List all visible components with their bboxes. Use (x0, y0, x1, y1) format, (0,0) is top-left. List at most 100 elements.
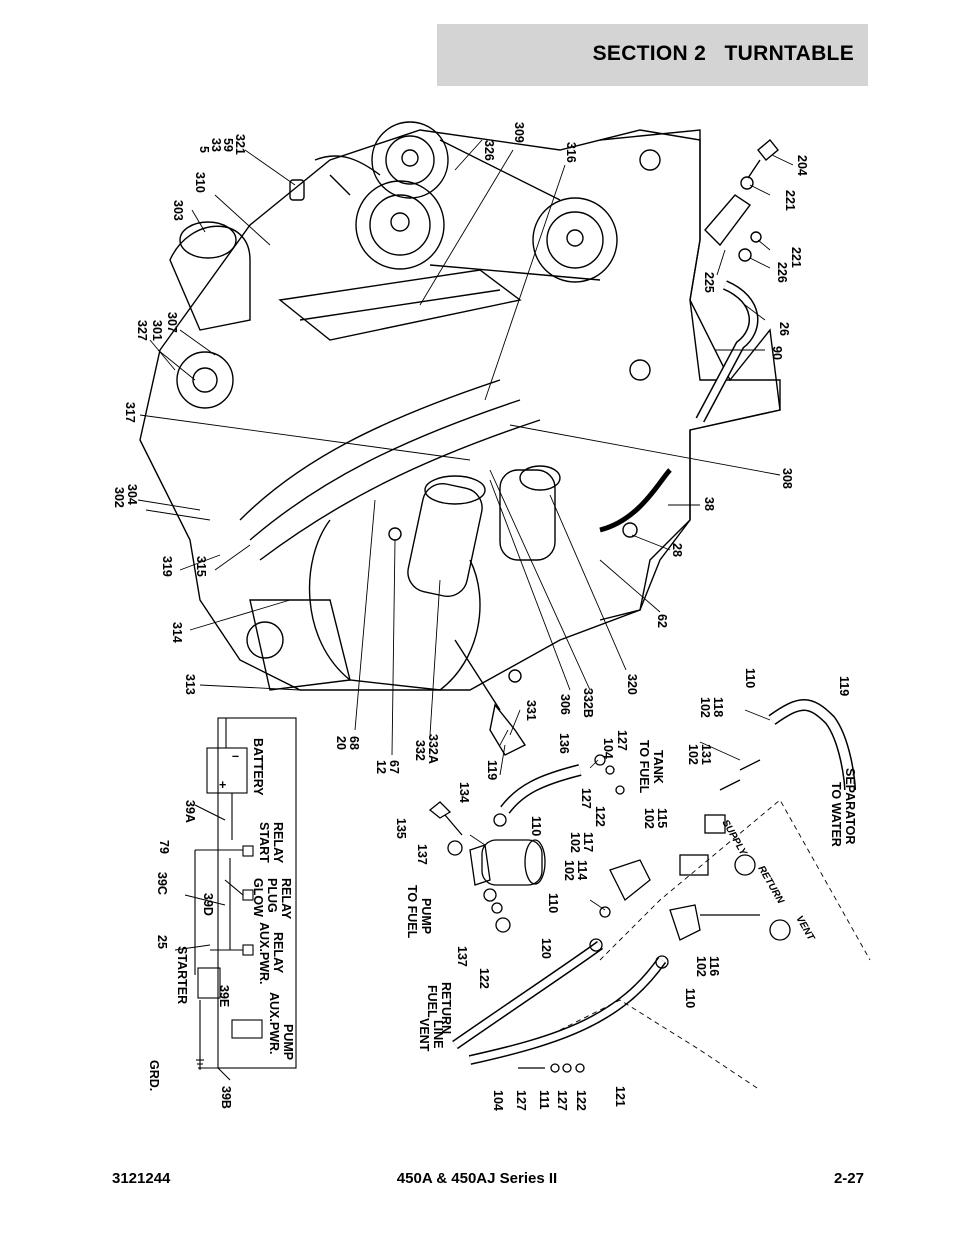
callout-39C: 39C (155, 872, 169, 895)
callout-131: 131 (699, 744, 713, 765)
callout-127d: 127 (555, 1090, 569, 1111)
callout-117: 117 (581, 832, 595, 852)
callout-5: 5 (197, 146, 211, 153)
callout-122a: 122 (593, 806, 607, 827)
callout-307: 307 (165, 312, 179, 333)
callout-315: 315 (194, 556, 208, 577)
callout-317: 317 (123, 402, 137, 423)
callout-304: 304 (125, 484, 139, 505)
callout-111: 111 (537, 1090, 551, 1110)
callout-308: 308 (780, 468, 794, 489)
callout-39A: 39A (183, 800, 197, 823)
callout-301: 301 (150, 320, 164, 341)
callout-59: 59 (221, 138, 235, 152)
label-supply: SUPPLY (719, 818, 749, 859)
footer-model: 450A & 450AJ Series II (396, 1170, 558, 1187)
callout-39B: 39B (219, 1086, 233, 1109)
callout-102a: 102 (698, 697, 712, 718)
callout-136: 136 (557, 733, 571, 754)
callout-320: 320 (625, 674, 639, 695)
fuel-fittings (428, 699, 871, 1091)
label-vent-line-1: VENT (417, 1018, 431, 1052)
footer-doc-number: 3121244 (112, 1170, 171, 1187)
label-glow-3: RELAY (279, 878, 293, 920)
callout-116: 116 (707, 956, 721, 976)
callout-39D: 39D (201, 893, 215, 916)
callout-28: 28 (670, 543, 684, 557)
callout-102f: 102 (694, 956, 708, 977)
callout-226: 226 (775, 262, 789, 283)
callout-225: 225 (702, 272, 716, 293)
callout-326: 326 (482, 140, 496, 161)
label-fuel-return-1: FUEL (425, 985, 439, 1018)
label-grd: GRD. (147, 1060, 161, 1091)
label-start-relay-2: RELAY (271, 822, 285, 864)
callout-313: 313 (183, 674, 197, 695)
callout-90: 90 (770, 346, 784, 360)
callout-119b: 119 (837, 676, 851, 696)
callout-316: 316 (564, 142, 578, 163)
callout-110d: 110 (683, 988, 697, 1008)
callout-118: 118 (711, 697, 725, 717)
label-glow-2: PLUG (265, 878, 279, 913)
label-to-fuel-tank-2: TANK (651, 750, 665, 784)
callout-309: 309 (512, 122, 526, 143)
leader-lines (137, 139, 794, 776)
callout-127c: 127 (514, 1090, 528, 1111)
label-start-relay-1: START (257, 822, 271, 863)
callout-110c: 110 (546, 893, 560, 913)
label-to-fuel-pump-2: PUMP (419, 898, 433, 934)
callout-102d: 102 (642, 808, 656, 829)
callout-127a: 127 (615, 730, 629, 751)
callout-79: 79 (157, 840, 171, 854)
callout-302: 302 (112, 487, 126, 508)
callout-327: 327 (135, 320, 149, 341)
label-vent-line-2: LINE (431, 1020, 445, 1048)
callout-26: 26 (777, 322, 791, 336)
label-aux-pump-2: PUMP (281, 1024, 295, 1060)
callout-332B: 332B (581, 688, 595, 718)
label-to-water-separator-2: SEPARATOR (843, 768, 857, 844)
section-header: SECTION 2 TURNTABLE (437, 24, 868, 86)
callout-102b: 102 (686, 744, 700, 765)
callout-122b: 122 (477, 968, 491, 989)
callout-321: 321 (233, 134, 247, 155)
callout-127b: 127 (579, 788, 593, 809)
callout-319: 319 (160, 556, 174, 577)
callout-135: 135 (394, 818, 408, 839)
callout-332A: 332A (426, 734, 440, 764)
callout-314: 314 (170, 622, 184, 643)
callout-137b: 137 (455, 946, 469, 967)
callout-110a: 110 (743, 668, 757, 688)
label-battery: BATTERY (251, 738, 265, 796)
section-title: SECTION 2 TURNTABLE (592, 42, 854, 65)
callout-12: 12 (374, 760, 388, 774)
callout-331: 331 (524, 700, 538, 721)
engine-assembly (139, 121, 781, 756)
label-vent: VENT (793, 914, 816, 943)
label-glow-1: GLOW (251, 878, 265, 917)
callout-38: 38 (702, 497, 716, 511)
label-to-water-separator-1: TO WATER (829, 782, 843, 847)
callout-332: 332 (413, 740, 427, 761)
label-battery-minus: – (232, 749, 239, 763)
callout-numbers: 326 309 316 5 33 59 321 310 303 204 221 … (112, 122, 851, 1111)
callout-137a: 137 (415, 844, 429, 865)
callout-303: 303 (171, 200, 185, 221)
label-battery-plus: + (219, 778, 226, 792)
callout-306: 306 (558, 694, 572, 715)
footer-page-number: 2-27 (833, 1170, 864, 1187)
callout-121: 121 (613, 1086, 627, 1107)
callout-119a: 119 (485, 760, 499, 780)
callout-310: 310 (193, 172, 207, 193)
callout-20: 20 (334, 736, 348, 750)
callout-120: 120 (539, 938, 553, 959)
callout-134: 134 (457, 782, 471, 803)
callout-102e: 102 (562, 860, 576, 881)
label-aux-pump-1: AUX.PWR. (267, 992, 281, 1055)
label-fuel-return-2: RETURN (439, 982, 453, 1034)
label-aux-relay-2: RELAY (271, 932, 285, 974)
callout-114: 114 (575, 860, 589, 880)
label-return: RETURN (755, 864, 786, 906)
